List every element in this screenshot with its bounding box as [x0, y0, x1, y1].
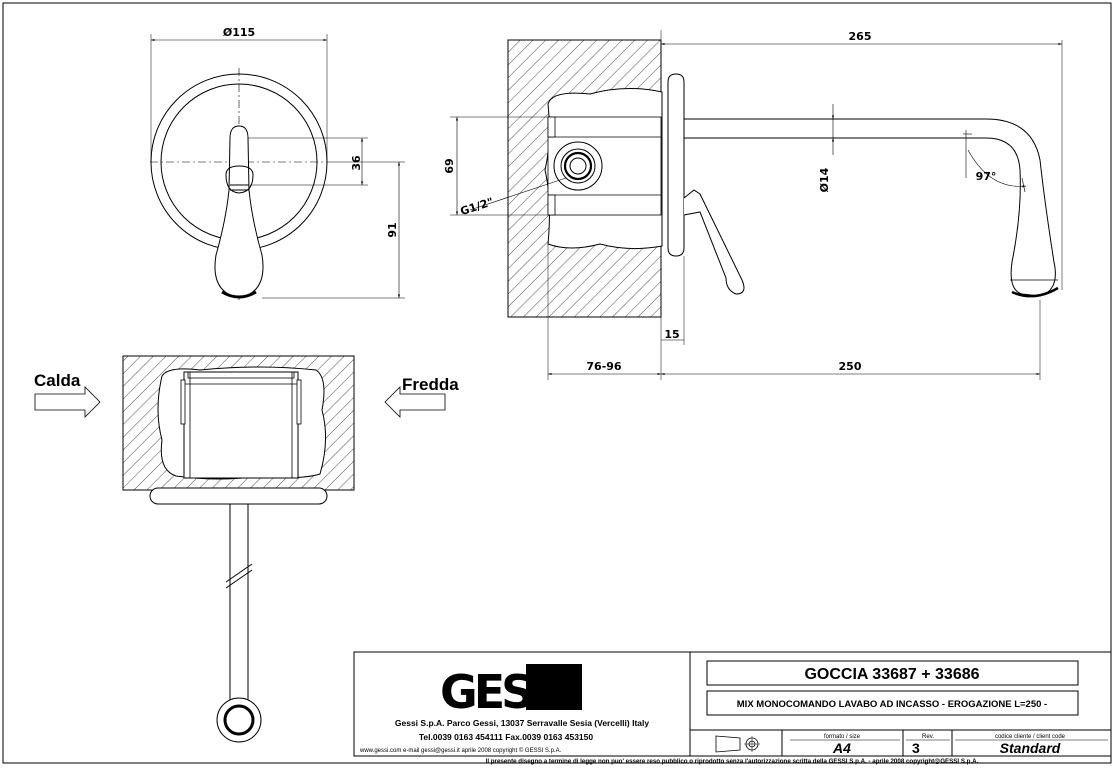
client-code-label: codice cliente / client code	[995, 734, 1066, 740]
client-code-value: Standard	[1000, 740, 1061, 756]
dim-15: 15	[664, 328, 679, 341]
spout	[683, 118, 1056, 297]
logo-black-square	[526, 664, 582, 710]
cold-label: Fredda	[402, 375, 459, 394]
front-lever	[214, 125, 264, 299]
side-rosette	[667, 73, 685, 257]
front-lever-hub	[225, 165, 254, 194]
product-description: MIX MONOCOMANDO LAVABO AD INCASSO - EROG…	[737, 699, 1047, 710]
dim-250: 250	[839, 360, 862, 373]
format-label: formato / size	[824, 734, 861, 740]
hot-label: Calda	[34, 371, 81, 390]
company-address: Gessi S.p.A. Parco Gessi, 13037 Serraval…	[395, 718, 649, 728]
plan-view	[34, 355, 446, 743]
rev-value: 3	[912, 740, 920, 756]
company-web: www.gessi.com e-mail gessi@gessi.it apri…	[359, 747, 562, 754]
copyright-footer: Il presente disegno a termine di legge n…	[486, 758, 979, 765]
thread-label: G1/2"	[459, 195, 495, 218]
cold-arrow-icon	[384, 386, 446, 418]
side-view	[450, 30, 1063, 380]
title-block	[353, 651, 1112, 757]
hot-arrow-icon	[34, 386, 101, 418]
dim-36: 36	[350, 155, 363, 171]
plan-rosette	[149, 487, 328, 505]
dim-69: 69	[443, 158, 456, 173]
format-value: A4	[832, 740, 851, 756]
projection-symbol-icon	[715, 735, 741, 753]
plan-knob	[216, 697, 262, 743]
dim-76-96: 76-96	[586, 360, 622, 373]
angle-97: 97°	[976, 170, 997, 183]
side-lever	[683, 189, 745, 295]
rev-label: Rev.	[922, 734, 934, 740]
product-title: GOCCIA 33687 + 33686	[804, 666, 979, 683]
dim-diameter-14: Ø14	[818, 167, 831, 192]
drawing-border	[2, 2, 1112, 764]
dim-265: 265	[849, 30, 872, 43]
dim-diameter-115: Ø115	[223, 26, 255, 39]
dim-91: 91	[386, 222, 399, 237]
gessi-logo: GESSI	[440, 665, 571, 719]
company-phone: Tel.0039 0163 454111 Fax.0039 0163 45315…	[419, 732, 594, 742]
front-view	[150, 34, 405, 300]
